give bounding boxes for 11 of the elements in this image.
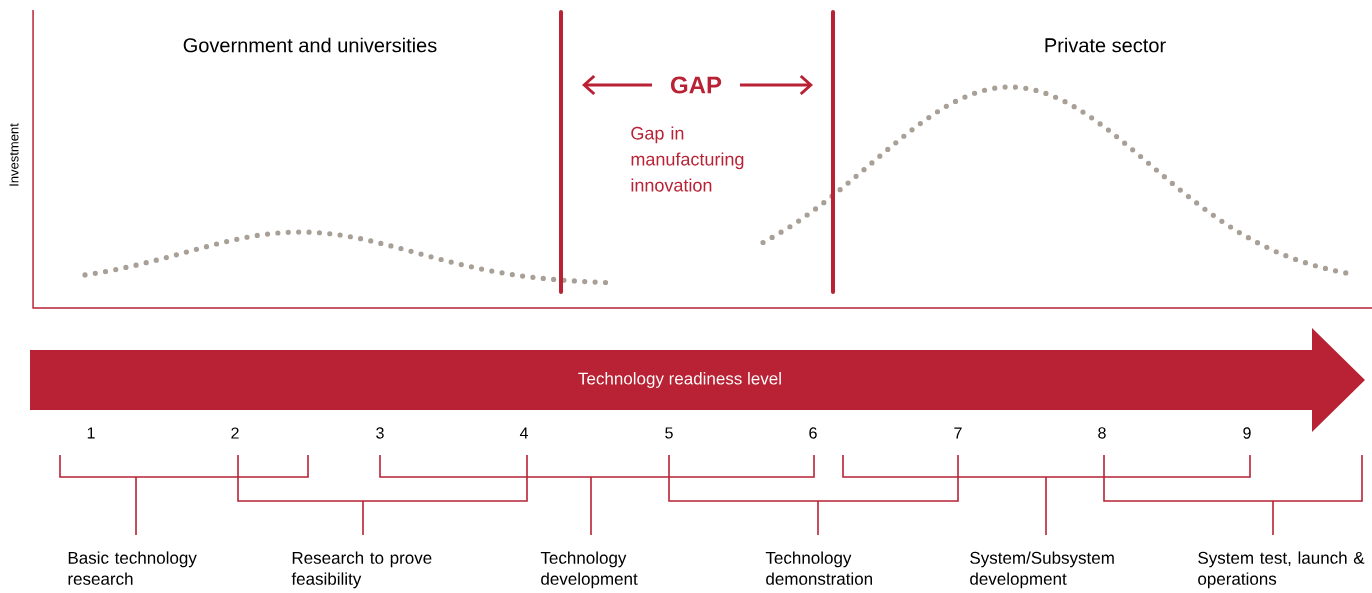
stage-label: System test, launch & operations [1198,551,1365,589]
stage-label: Technology demonstration [765,551,872,585]
axis-label: Investment [9,123,19,186]
gap-label: GAP [670,76,722,94]
stage-label: Research to prove feasibility [291,551,432,589]
heading: Government and universities [183,37,437,53]
stage-label: Technology development [540,551,638,589]
stage-label: System/Subsystem development [970,551,1114,589]
heading: Private sector [1045,37,1166,53]
note: Gap in manufacturing innovation [631,126,744,192]
stage-label: Basic technology research [68,551,197,585]
